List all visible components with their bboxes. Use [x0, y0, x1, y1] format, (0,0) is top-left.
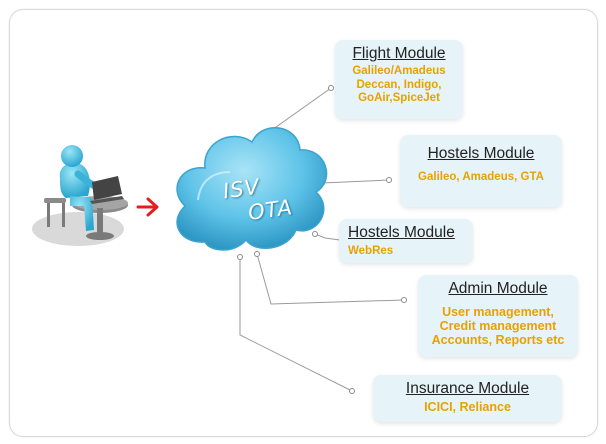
hostels-module-2-detail: WebRes [348, 245, 394, 257]
person-laptop-icon [32, 145, 128, 246]
flight-module-box: Flight Module Galileo/Amadeus Deccan, In… [335, 40, 463, 119]
connector-hostels1 [321, 179, 390, 184]
arrow-icon [136, 197, 159, 217]
admin-module-detail-3: Accounts, Reports etc [431, 333, 565, 347]
hostels-module-box-1: Hostels Module Galileo, Amadeus, GTA [400, 135, 562, 207]
connector-insurance [239, 257, 353, 392]
admin-module-title: Admin Module [448, 280, 548, 297]
admin-module-detail-2: Credit management [439, 319, 557, 333]
flight-module-detail-2: Deccan, Indigo, [356, 78, 442, 91]
admin-module-box: Admin Module User management, Credit man… [418, 275, 578, 357]
insurance-module-box: Insurance Module ICICI, Reliance [373, 375, 562, 422]
hostels-module-box-2: Hostels Module WebRes [339, 219, 473, 263]
flight-module-detail-1: Galileo/Amadeus [352, 65, 446, 77]
flight-module-title: Flight Module [352, 45, 446, 62]
insurance-module-detail: ICICI, Reliance [424, 400, 511, 414]
insurance-module-title: Insurance Module [405, 380, 530, 397]
cloud-icon [176, 127, 328, 251]
hostels-module-1-title: Hostels Module [427, 145, 535, 162]
hostels-module-1-detail: Galileo, Amadeus, GTA [418, 171, 544, 183]
connector-hostels2 [314, 233, 341, 241]
connector-admin [256, 253, 405, 305]
admin-module-detail-1: User management, [442, 305, 554, 319]
flight-module-detail-3: GoAir,SpiceJet [358, 92, 440, 104]
hostels-module-2-title: Hostels Module [348, 224, 455, 241]
